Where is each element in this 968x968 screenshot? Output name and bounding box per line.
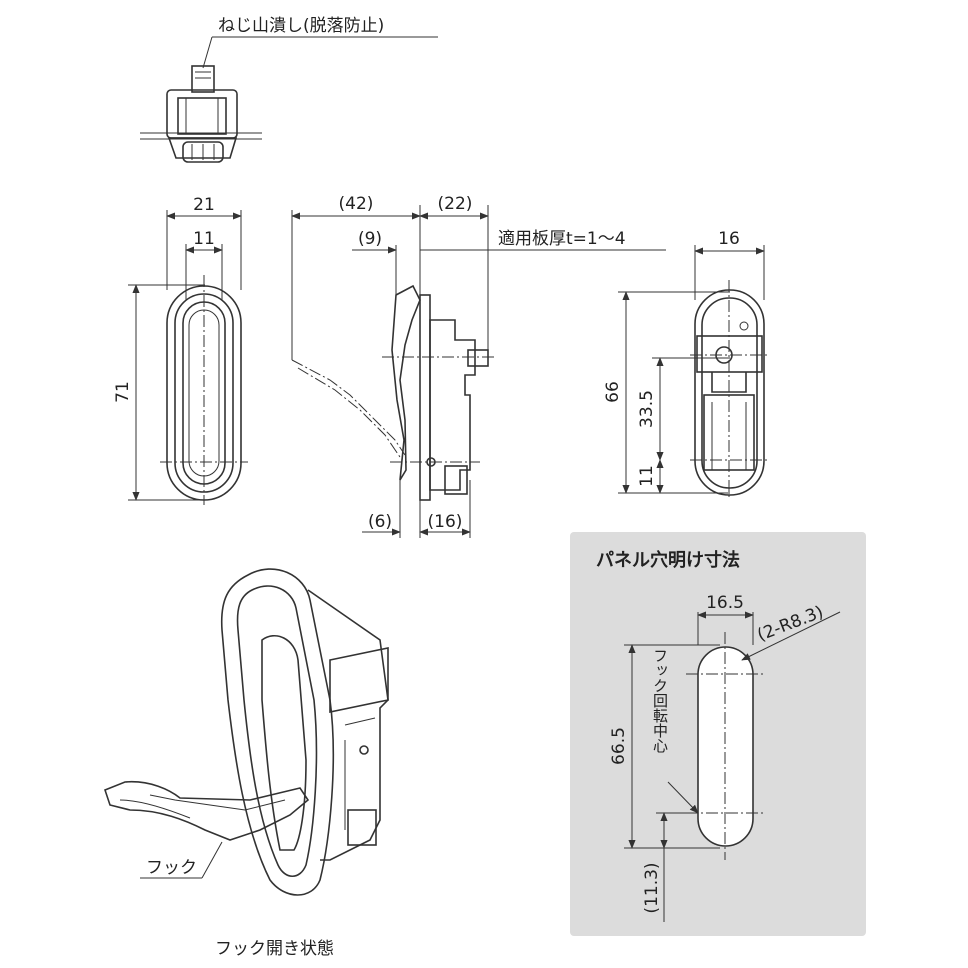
dim-cutout-height: 66.5 (609, 727, 629, 765)
top-view-grip (182, 141, 224, 163)
iso-pivot (359, 745, 369, 755)
hook-open-state-caption: フック開き状態 (215, 939, 334, 959)
iso-handle (261, 635, 307, 851)
screw-note-label: ねじ山潰し(脱落防止) (218, 16, 384, 36)
top-view-housing (177, 97, 227, 135)
dim-side-body-top: (22) (438, 194, 473, 214)
side-view-block (444, 465, 468, 495)
iso-bezel-inner (236, 585, 318, 878)
dim-side-depth-top: (42) (339, 194, 374, 214)
dim-front-width: 21 (193, 195, 215, 215)
panel-cutout-title: パネル穴明け寸法 (596, 549, 740, 571)
dim-side-inner-top: (9) (358, 229, 382, 249)
side-view-flange (419, 294, 431, 501)
rear-view: 16 66 33.5 11 (603, 229, 770, 500)
side-view-stud (467, 349, 489, 367)
dim-rear-mid: 33.5 (637, 390, 657, 428)
dim-cutout-offset: (11.3) (642, 862, 662, 913)
iso-hook-arm (104, 780, 310, 841)
screw-stud (191, 65, 215, 93)
dim-cutout-width: 16.5 (706, 593, 744, 613)
dim-side-bottom-right: (16) (428, 512, 463, 532)
front-view: 21 11 71 (113, 195, 248, 505)
plate-thickness-label: 適用板厚t=1～4 (498, 229, 626, 249)
dim-rear-width: 16 (718, 229, 740, 249)
dim-rear-height: 66 (603, 381, 623, 403)
top-view-handle (167, 137, 238, 159)
iso-block (347, 809, 377, 846)
side-view: (42) (22) (9) 適用板厚t=1～4 (6) (16) (291, 194, 666, 538)
top-view: ねじ山潰し(脱落防止) (140, 16, 438, 163)
hook-rotation-center-label: フック回転中心 (651, 648, 669, 753)
iso-bezel-outer (220, 568, 335, 896)
isometric-view: フック フック開き状態 (104, 568, 389, 959)
dim-side-bottom-left: (6) (368, 512, 392, 532)
side-view-hook-open-path (291, 359, 406, 456)
screw-note-leader (202, 36, 213, 69)
dim-rear-low: 11 (637, 465, 657, 487)
side-view-housing (429, 319, 476, 491)
dim-front-height: 71 (113, 381, 133, 403)
panel-cutout-section: パネル穴明け寸法 16.5 (2-R8.3) 66.5 (11.3) フック回転… (570, 532, 866, 936)
hook-label: フック (146, 858, 197, 878)
dim-front-inner-width: 11 (193, 229, 215, 249)
iso-housing-top (329, 647, 389, 713)
